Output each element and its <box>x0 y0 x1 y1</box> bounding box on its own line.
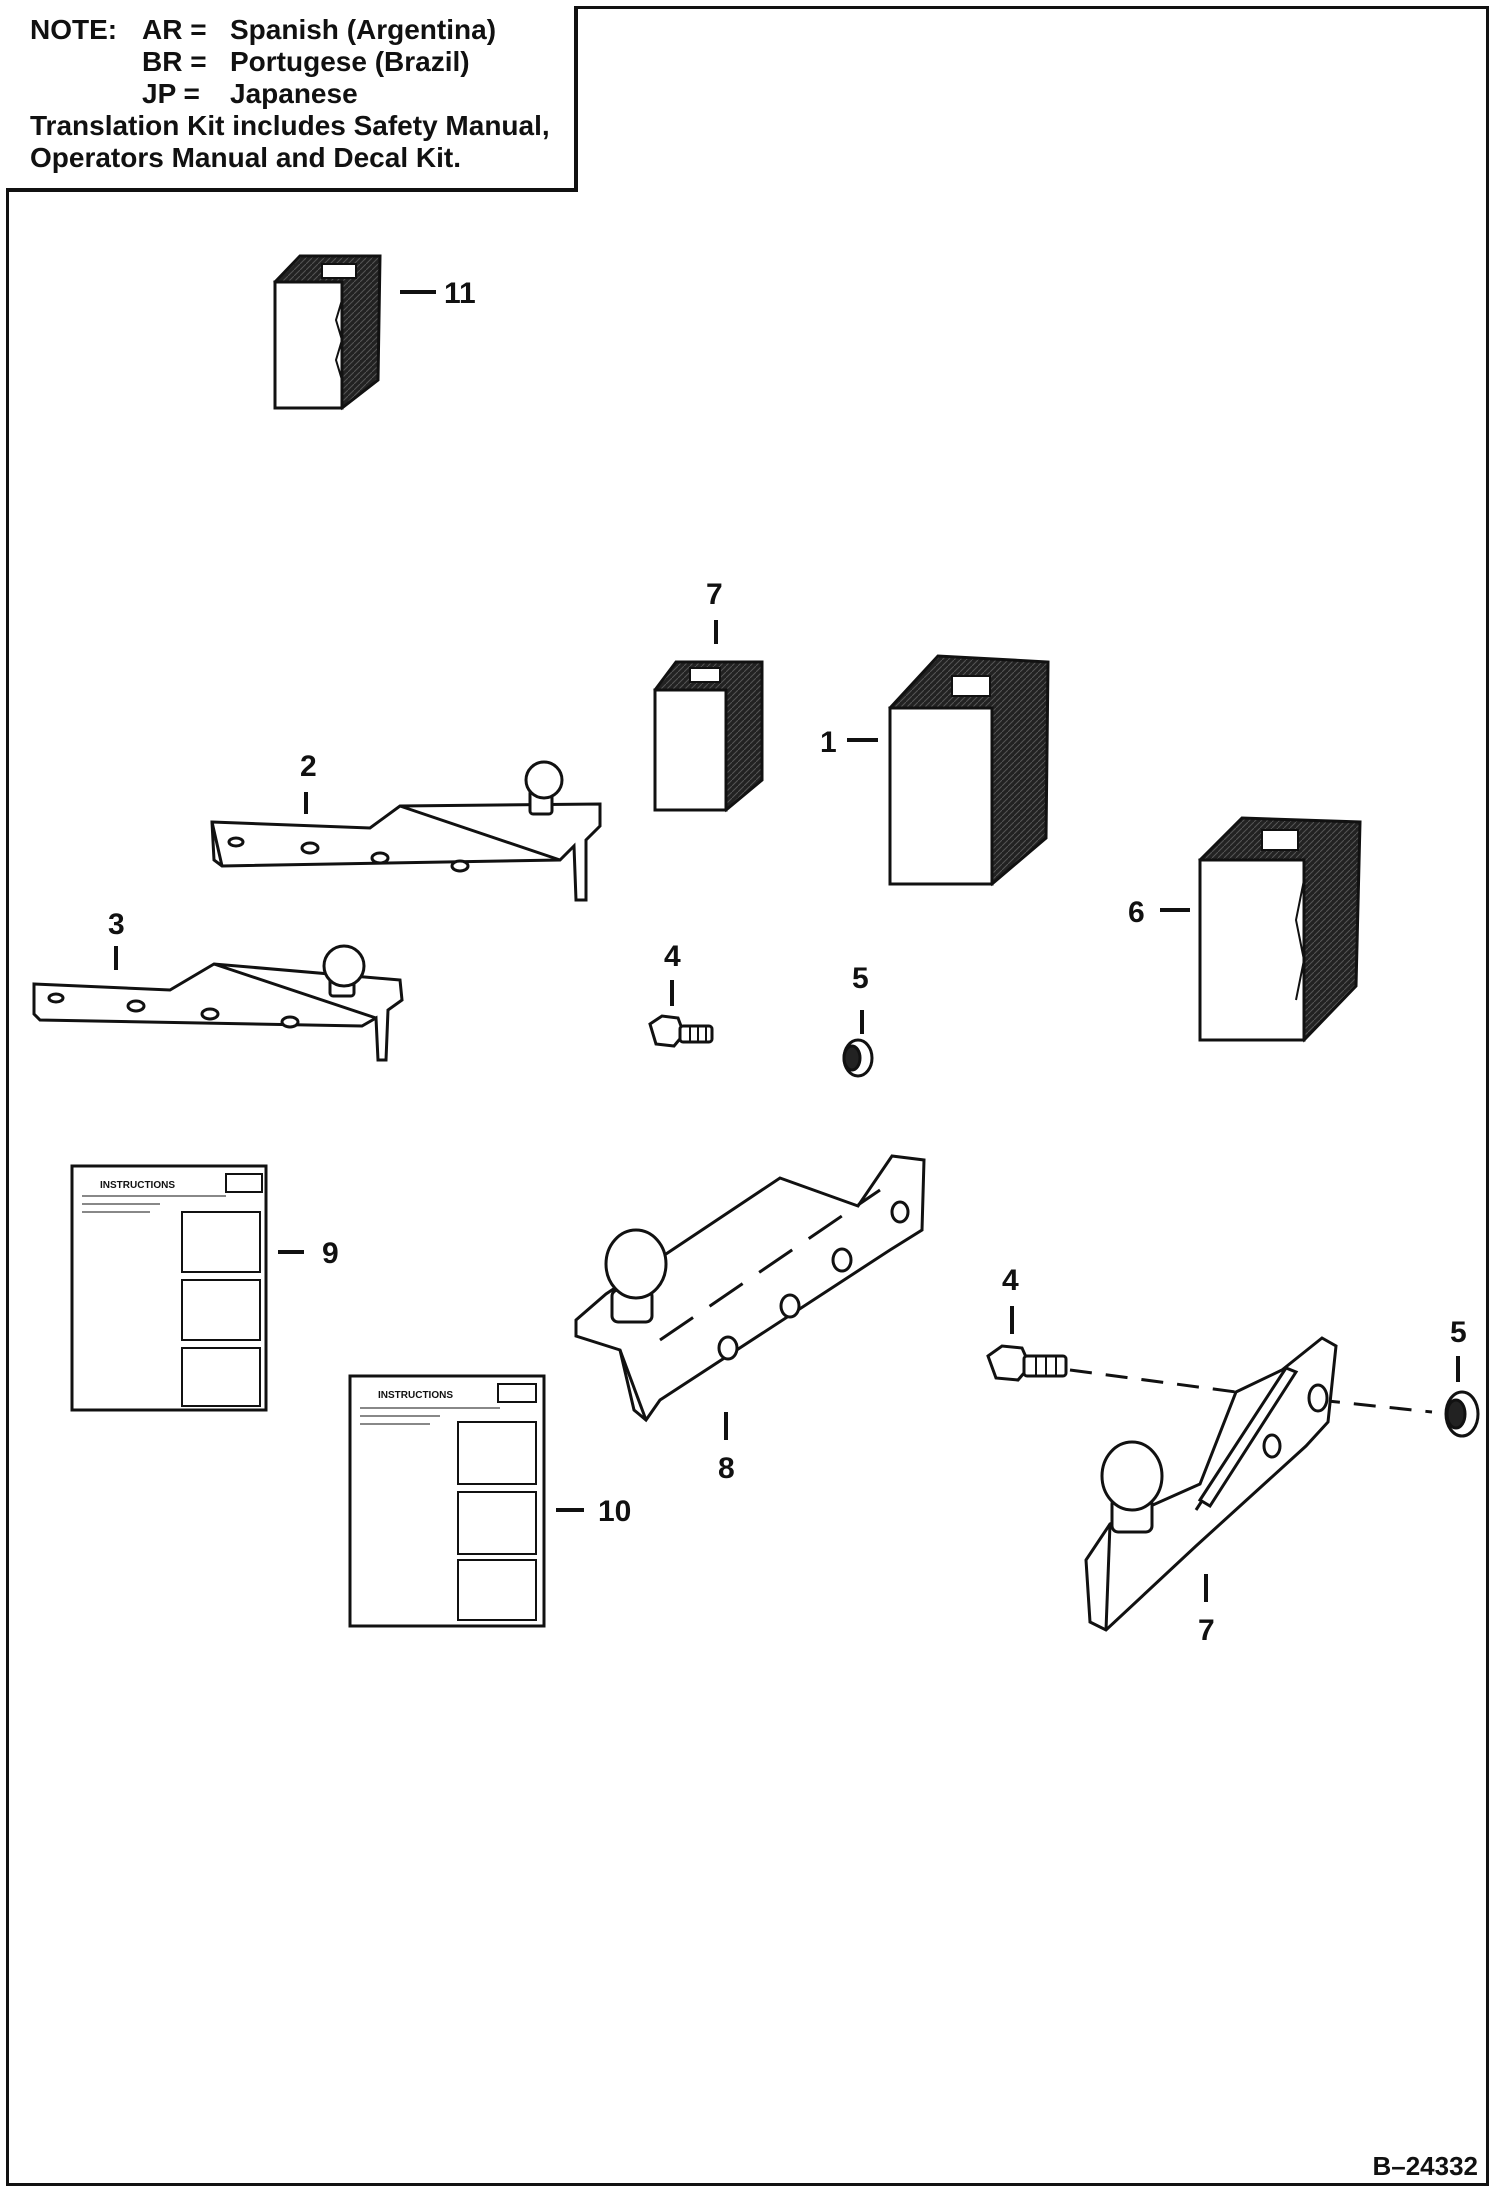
note-row-jp: JP = Japanese <box>30 78 562 110</box>
nut-5-upper <box>842 1038 874 1078</box>
note-line-1: Translation Kit includes Safety Manual, <box>30 110 550 141</box>
safety-manual-1 <box>888 654 1050 887</box>
translation-book-7 <box>653 660 764 813</box>
lang-name: Japanese <box>230 78 358 109</box>
callout-5-upper: 5 <box>852 962 869 995</box>
drawing-frame <box>6 6 1489 2186</box>
note-row-ar: NOTE: AR = Spanish (Argentina) <box>30 14 562 46</box>
note-box: NOTE: AR = Spanish (Argentina) BR = Portuge… <box>6 6 578 192</box>
instructions-heading: INSTRUCTIONS <box>378 1390 453 1401</box>
callout-1: 1 <box>820 726 837 759</box>
nut-5-lower <box>1444 1390 1480 1438</box>
callout-8: 8 <box>718 1452 735 1485</box>
hitch-bracket-3 <box>32 944 404 1062</box>
callout-2: 2 <box>300 750 317 783</box>
note-line-2: Operators Manual and Decal Kit. <box>30 142 461 173</box>
lang-code: BR = <box>142 46 207 77</box>
lang-code: AR = <box>142 14 207 45</box>
note-row-br: BR = Portugese (Brazil) <box>30 46 562 78</box>
callout-7-lower: 7 <box>1198 1614 1215 1647</box>
callout-7-top: 7 <box>706 578 723 611</box>
instructions-heading: INSTRUCTIONS <box>100 1180 175 1191</box>
callout-9: 9 <box>322 1237 339 1270</box>
figure-code: B–24332 <box>1372 2151 1478 2181</box>
callout-10: 10 <box>598 1495 631 1528</box>
callout-5-lower: 5 <box>1450 1316 1467 1349</box>
hitch-bracket-7 <box>1084 1336 1338 1632</box>
callout-4-lower: 4 <box>1002 1264 1019 1297</box>
note-label: NOTE: <box>30 14 118 45</box>
callout-3: 3 <box>108 908 125 941</box>
hitch-bracket-2 <box>210 760 602 902</box>
lang-name: Portugese (Brazil) <box>230 46 470 77</box>
operators-manual-6 <box>1198 816 1362 1043</box>
translation-book-11 <box>273 254 382 411</box>
assembly-line <box>1069 1368 1237 1394</box>
lang-code: JP = <box>142 78 200 109</box>
assembly-line <box>1317 1398 1433 1414</box>
callout-4-upper: 4 <box>664 940 681 973</box>
bolt-4-lower <box>986 1344 1068 1382</box>
hitch-bracket-8 <box>574 1154 926 1423</box>
decal-kit-sheet-9 <box>70 1164 268 1412</box>
callout-11: 11 <box>444 277 476 310</box>
lang-name: Spanish (Argentina) <box>230 14 497 45</box>
callout-6: 6 <box>1128 896 1145 929</box>
bolt-4-upper <box>648 1014 714 1048</box>
decal-kit-sheet-10 <box>348 1374 546 1628</box>
